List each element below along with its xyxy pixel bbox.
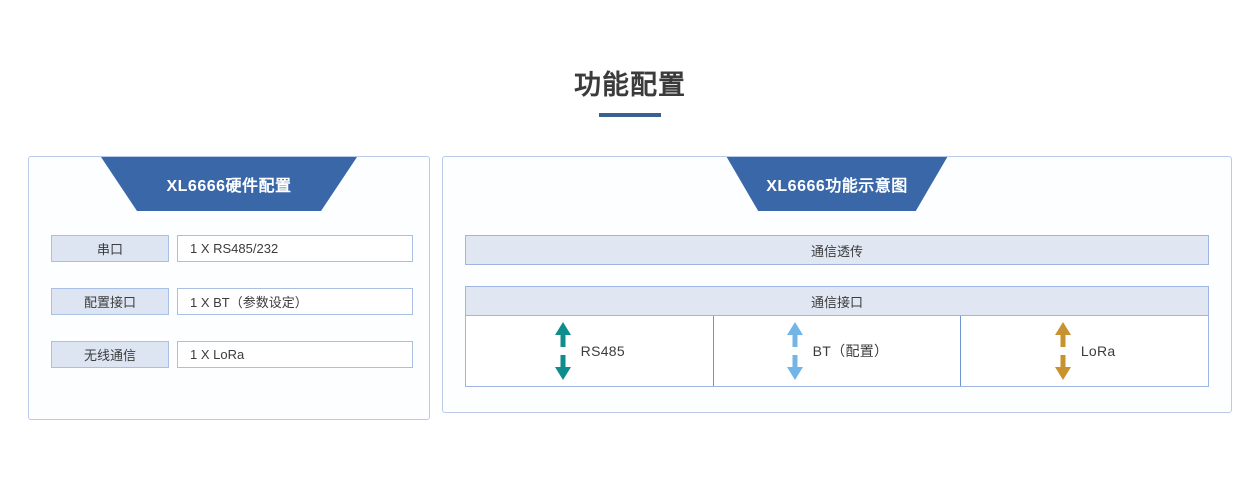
function-diagram: 通信透传 通信接口 RS485 [465,235,1209,387]
function-diagram-banner: XL6666功能示意图 [726,157,948,211]
transparent-transmission-band: 通信透传 [465,235,1209,265]
interface-column-lora: LoRa [961,316,1208,386]
interface-column-bt: BT（配置） [714,316,962,386]
interface-columns: RS485 BT（配置） [466,316,1208,386]
communication-interface-header: 通信接口 [466,287,1208,316]
function-diagram-banner-label: XL6666功能示意图 [766,178,908,195]
double-arrow-icon [1054,322,1072,380]
spec-label-cell: 串口 [51,235,169,262]
interface-label: BT（配置） [812,343,889,359]
function-diagram-panel: XL6666功能示意图 通信透传 通信接口 RS485 [442,156,1232,413]
spec-label-cell: 无线通信 [51,341,169,368]
double-arrow-icon [786,322,804,380]
interface-column-rs485: RS485 [466,316,714,386]
page-title: 功能配置 [574,70,686,100]
interface-label: LoRa [1080,343,1116,359]
table-row: 无线通信 1 X LoRa [51,341,413,368]
table-row: 配置接口 1 X BT（参数设定） [51,288,413,315]
double-arrow-icon [554,322,572,380]
interface-label: RS485 [580,343,625,359]
hardware-spec-list: 串口 1 X RS485/232 配置接口 1 X BT（参数设定） 无线通信 … [51,235,413,368]
table-row: 串口 1 X RS485/232 [51,235,413,262]
spec-value-cell: 1 X LoRa [177,341,413,368]
page-title-block: 功能配置 [0,68,1260,117]
title-underline [599,113,661,117]
communication-interface-box: 通信接口 RS485 [465,286,1209,387]
hardware-config-banner-label: XL6666硬件配置 [166,178,292,195]
spec-value-cell: 1 X BT（参数设定） [177,288,413,315]
spec-value-cell: 1 X RS485/232 [177,235,413,262]
hardware-config-panel: XL6666硬件配置 串口 1 X RS485/232 配置接口 1 X BT（… [28,156,430,420]
hardware-config-banner: XL6666硬件配置 [101,157,357,211]
spec-label-cell: 配置接口 [51,288,169,315]
